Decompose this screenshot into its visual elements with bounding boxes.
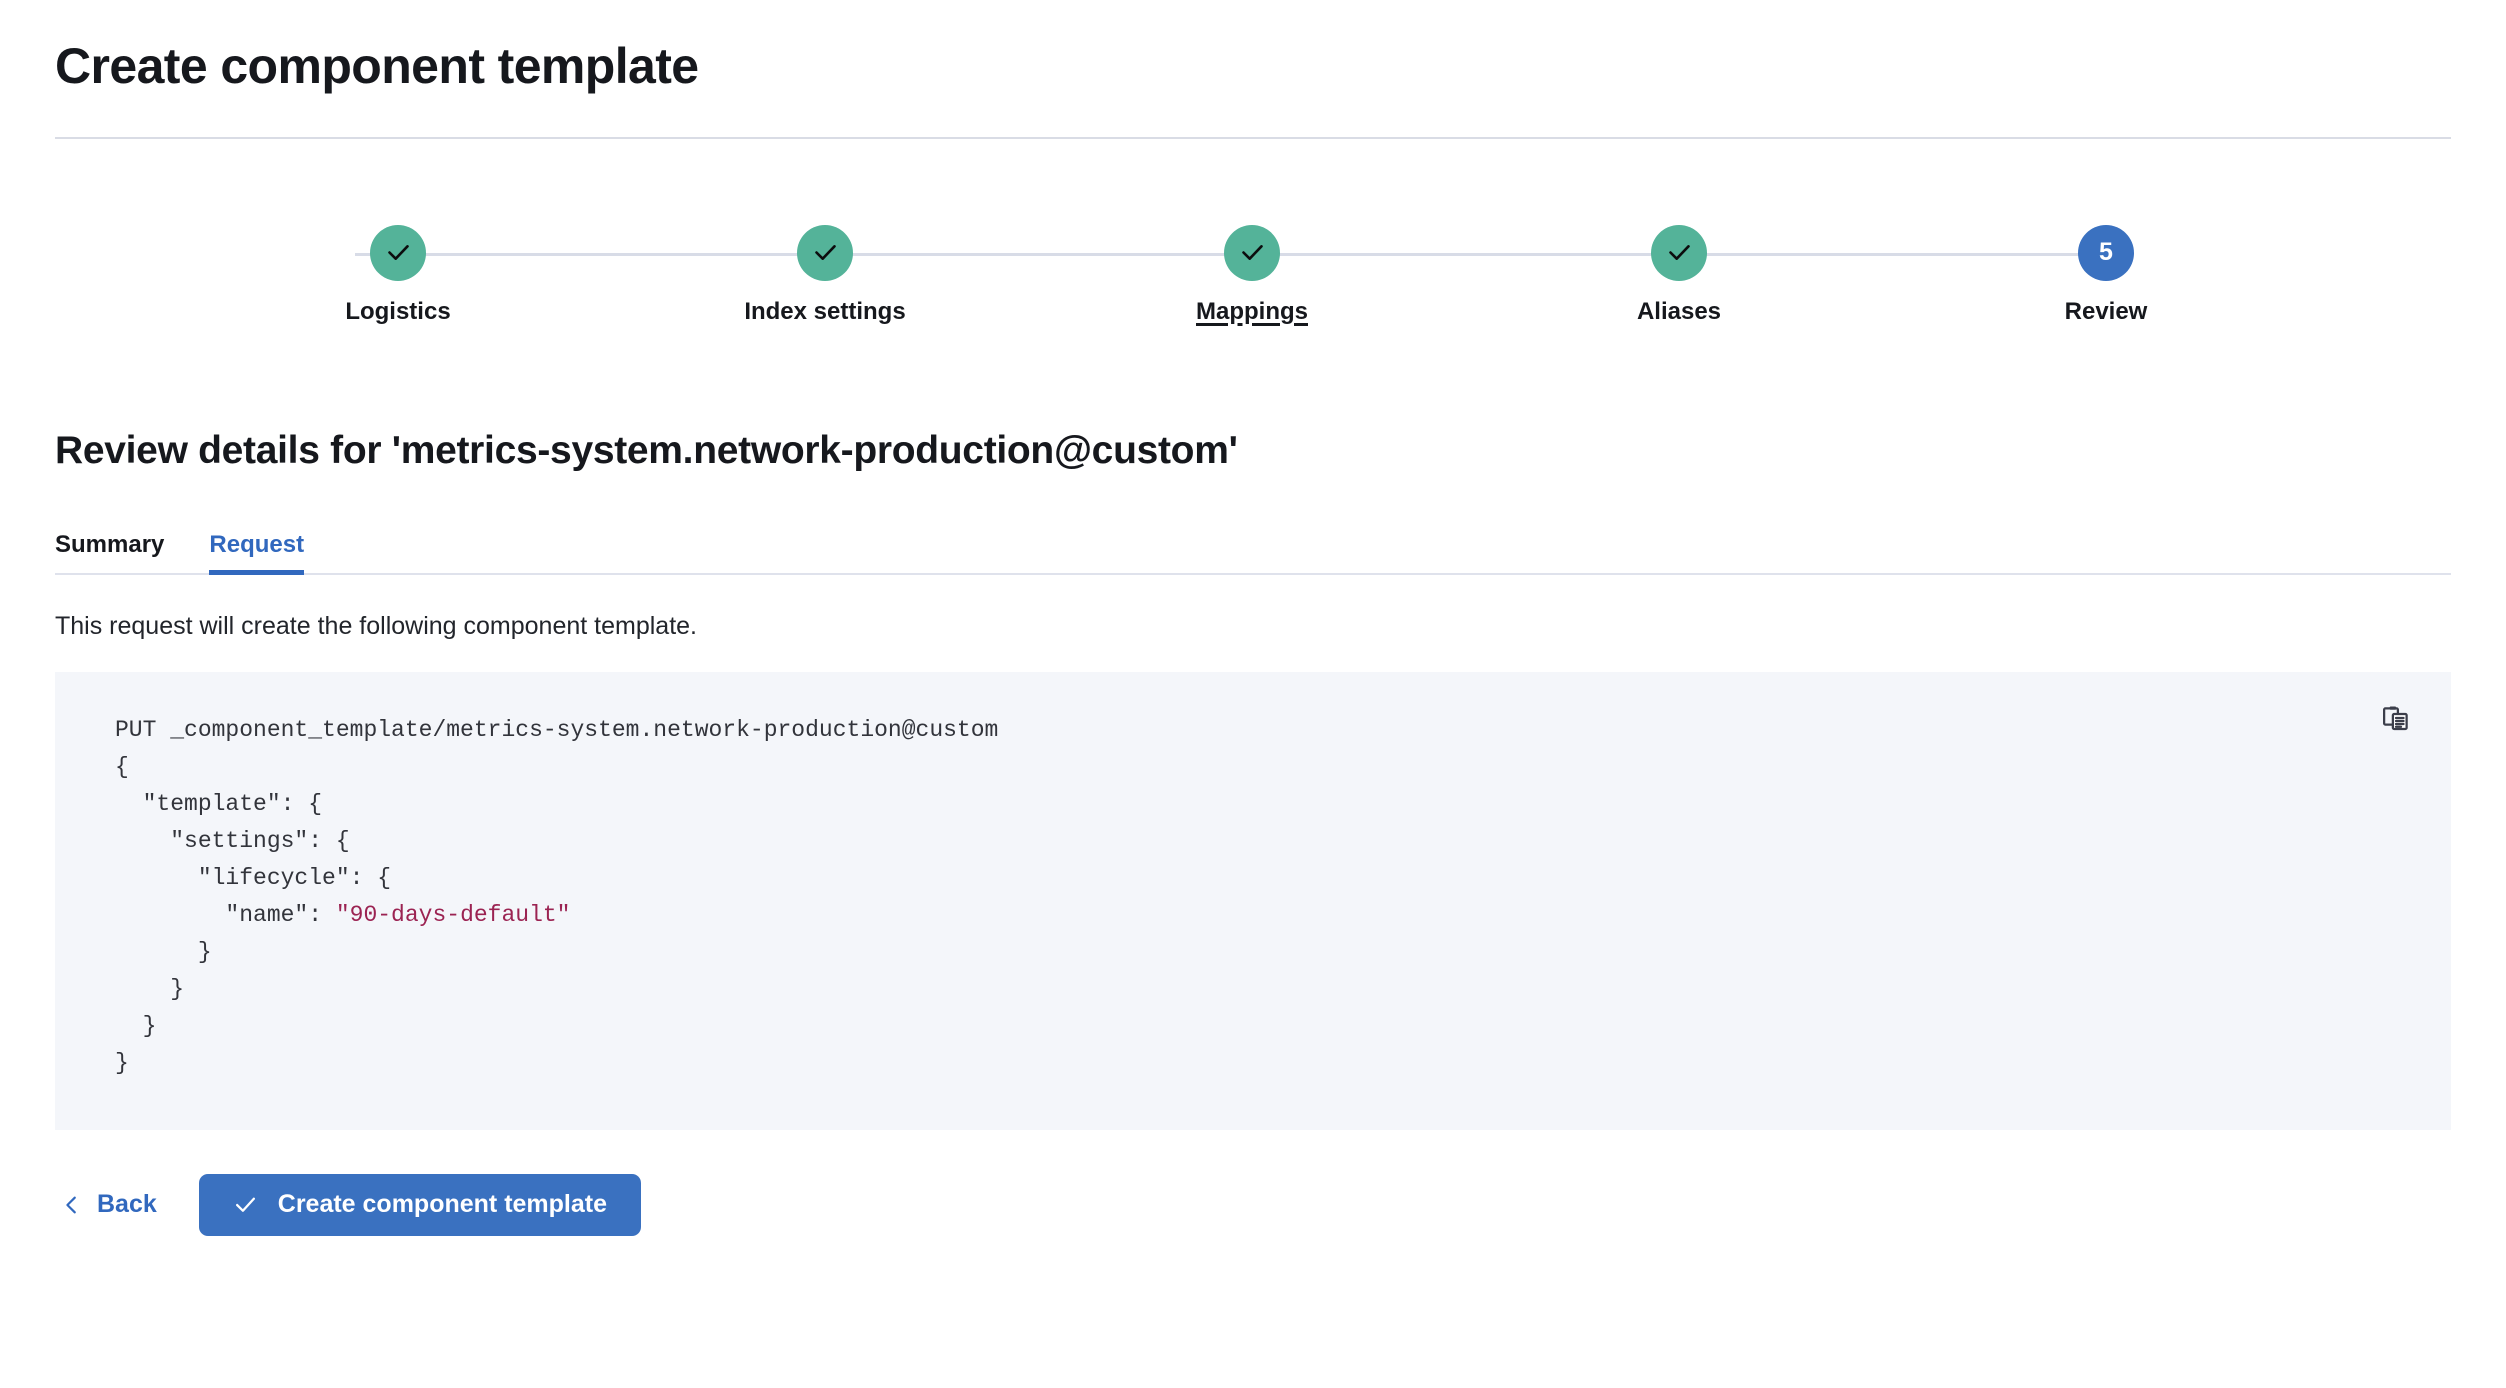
request-code-panel: PUT _component_template/metrics-system.n… bbox=[55, 671, 2451, 1130]
back-button-label: Back bbox=[97, 1190, 157, 1218]
check-icon bbox=[812, 239, 839, 266]
create-component-template-button-label: Create component template bbox=[277, 1190, 608, 1218]
step-circle-4[interactable] bbox=[1651, 224, 1707, 281]
tab-summary[interactable]: Summary bbox=[55, 531, 164, 573]
code-line: } bbox=[115, 938, 212, 965]
code-line: "name": "90-days-default" bbox=[115, 901, 571, 928]
step-label: Mappings bbox=[1196, 297, 1308, 325]
code-line: } bbox=[115, 1049, 129, 1076]
copy-to-clipboard-button[interactable] bbox=[2378, 701, 2414, 737]
step-circle-5[interactable]: 5 bbox=[2078, 224, 2134, 281]
review-tabs: Summary Request bbox=[55, 519, 2451, 575]
page-title: Create component template bbox=[55, 38, 699, 94]
step-circle-3[interactable] bbox=[1224, 224, 1280, 281]
step-circle-1[interactable] bbox=[370, 224, 426, 281]
step-label: Index settings bbox=[744, 297, 906, 325]
code-line: PUT _component_template/metrics-system.n… bbox=[115, 716, 999, 743]
back-button[interactable]: Back bbox=[55, 1182, 163, 1227]
stepper-step-logistics[interactable]: Logistics bbox=[298, 224, 498, 326]
step-label: Logistics bbox=[345, 297, 451, 325]
step-label: Review bbox=[2064, 297, 2148, 325]
step-number: 5 bbox=[2099, 238, 2113, 266]
code-line: "settings": { bbox=[115, 827, 350, 854]
code-line: "template": { bbox=[115, 790, 323, 817]
stepper-step-index-settings[interactable]: Index settings bbox=[725, 224, 925, 326]
code-line: { bbox=[115, 753, 129, 780]
copy-clipboard-icon bbox=[2381, 704, 2411, 734]
code-line: } bbox=[115, 975, 185, 1002]
create-component-template-button[interactable]: Create component template bbox=[198, 1173, 642, 1236]
chevron-left-icon bbox=[61, 1194, 83, 1216]
check-icon bbox=[1239, 239, 1266, 266]
stepper-step-aliases[interactable]: Aliases bbox=[1579, 224, 1779, 326]
code-line: "lifecycle": { bbox=[115, 864, 392, 891]
review-details-heading: Review details for 'metrics-system.netwo… bbox=[55, 428, 1238, 472]
check-icon bbox=[385, 239, 412, 266]
request-description: This request will create the following c… bbox=[55, 611, 697, 640]
code-line: } bbox=[115, 1012, 157, 1039]
check-icon bbox=[233, 1192, 258, 1217]
wizard-footer: Back Create component template bbox=[55, 1173, 2451, 1236]
step-label: Aliases bbox=[1636, 297, 1722, 325]
step-circle-2[interactable] bbox=[797, 224, 853, 281]
header-divider bbox=[55, 136, 2451, 139]
stepper-step-mappings[interactable]: Mappings bbox=[1152, 224, 1352, 326]
request-code-block: PUT _component_template/metrics-system.n… bbox=[55, 712, 2451, 1082]
tab-request[interactable]: Request bbox=[209, 531, 304, 575]
check-icon bbox=[1666, 239, 1693, 266]
